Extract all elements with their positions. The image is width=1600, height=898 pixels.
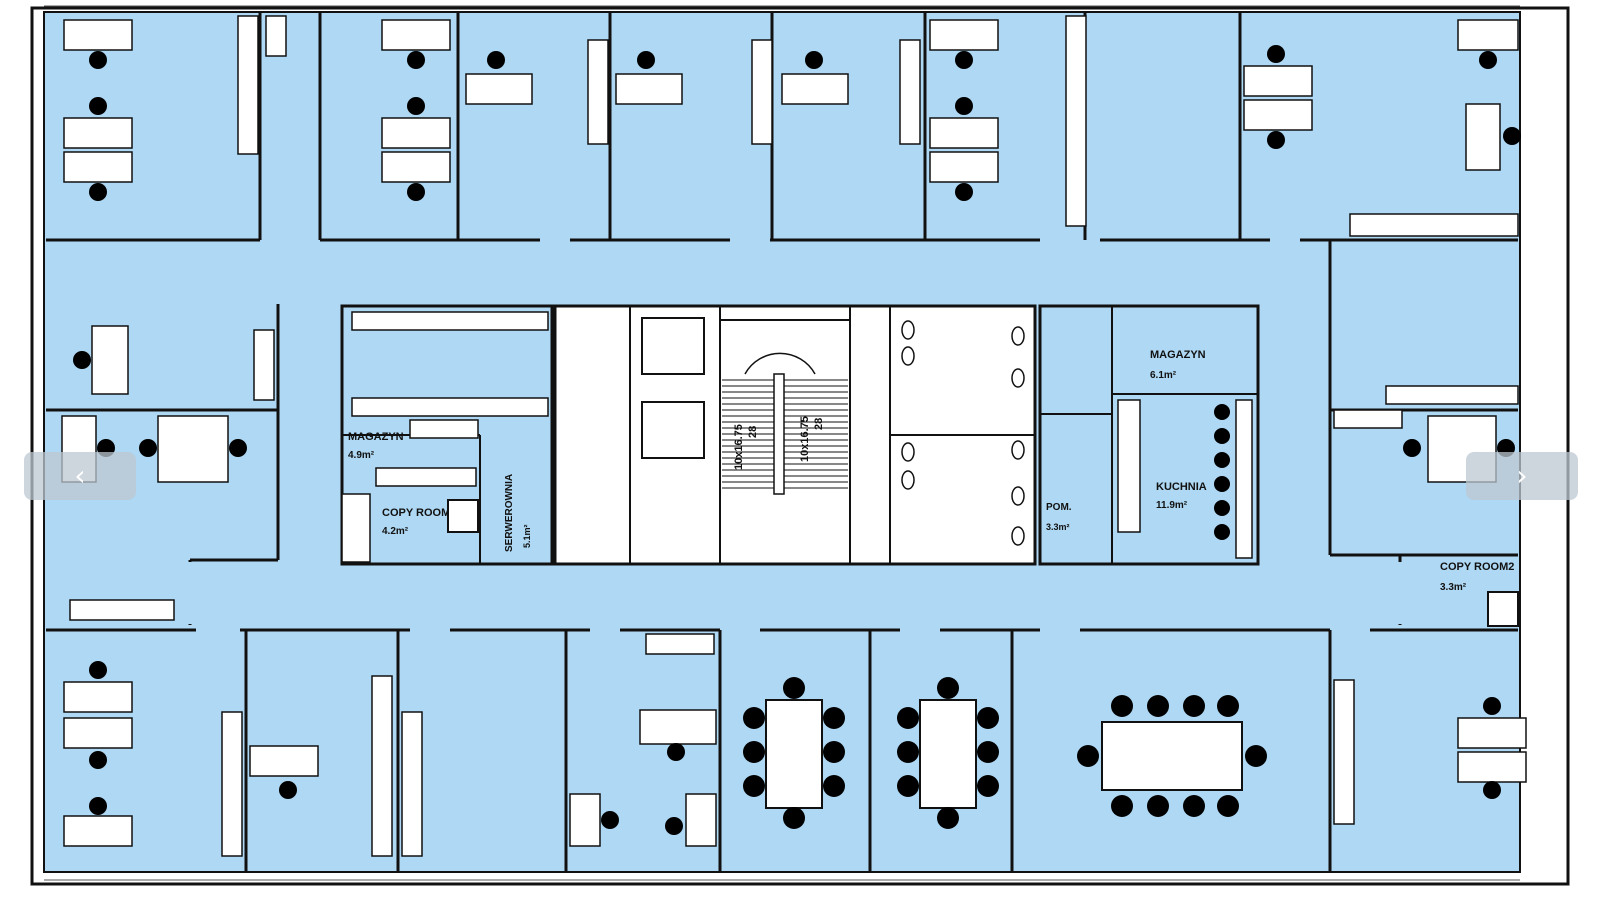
elevator-shaft-2 [641,401,705,459]
corridor-north [46,240,1518,304]
corridor-south [46,562,1518,624]
elevator-shaft-1 [641,317,705,375]
stairs-right-count: 28 [813,418,825,430]
copy-room-2-name: COPY ROOM2 [1440,561,1514,573]
kitchen-counter [1117,399,1253,559]
chevron-right-icon: › [1516,459,1528,492]
pom-area: 3.3m² [1046,522,1070,532]
workstation-desks [61,19,1527,847]
kuchnia-area: 11.9m² [1156,500,1188,511]
cabinets [69,15,1519,857]
previous-image-button[interactable]: ‹ [24,452,136,500]
storage-shelving [341,311,549,563]
conference-chairs [743,677,1267,829]
stairs-left-run: 10x16.75 [733,424,745,470]
core-walls [629,306,1035,564]
chevron-left-icon: ‹ [74,459,86,492]
magazyn-1-area: 4.9m² [348,450,375,461]
kitchen-stools [1214,404,1230,540]
stairs-right-run: 10x16.75 [799,416,811,462]
magazyn-1-name: MAGAZYN [348,431,404,443]
copier [447,499,479,533]
copy-room-2-area: 3.3m² [1440,582,1467,593]
window-line-top [44,5,1520,881]
copy-room-1-name: COPY ROOM [382,507,450,519]
server-room-area: 5.1m² [522,524,532,548]
staircase [722,352,848,495]
stairs-left-count: 28 [747,426,759,438]
office-chairs [73,45,1521,835]
next-image-button[interactable]: › [1466,452,1578,500]
toilet-fixtures [901,320,1025,546]
pom-name: POM. [1046,502,1072,513]
magazyn-2-name: MAGAZYN [1150,349,1206,361]
conference-tables [765,699,1243,809]
kuchnia-name: KUCHNIA [1156,481,1207,493]
copy-room-1-area: 4.2m² [382,526,409,537]
building-outline [30,6,1570,886]
copier-2 [1487,591,1519,627]
magazyn-2-area: 6.1m² [1150,370,1177,381]
server-room-name: SERWEROWNIA [504,474,515,552]
walls-south-offices [46,628,1518,872]
